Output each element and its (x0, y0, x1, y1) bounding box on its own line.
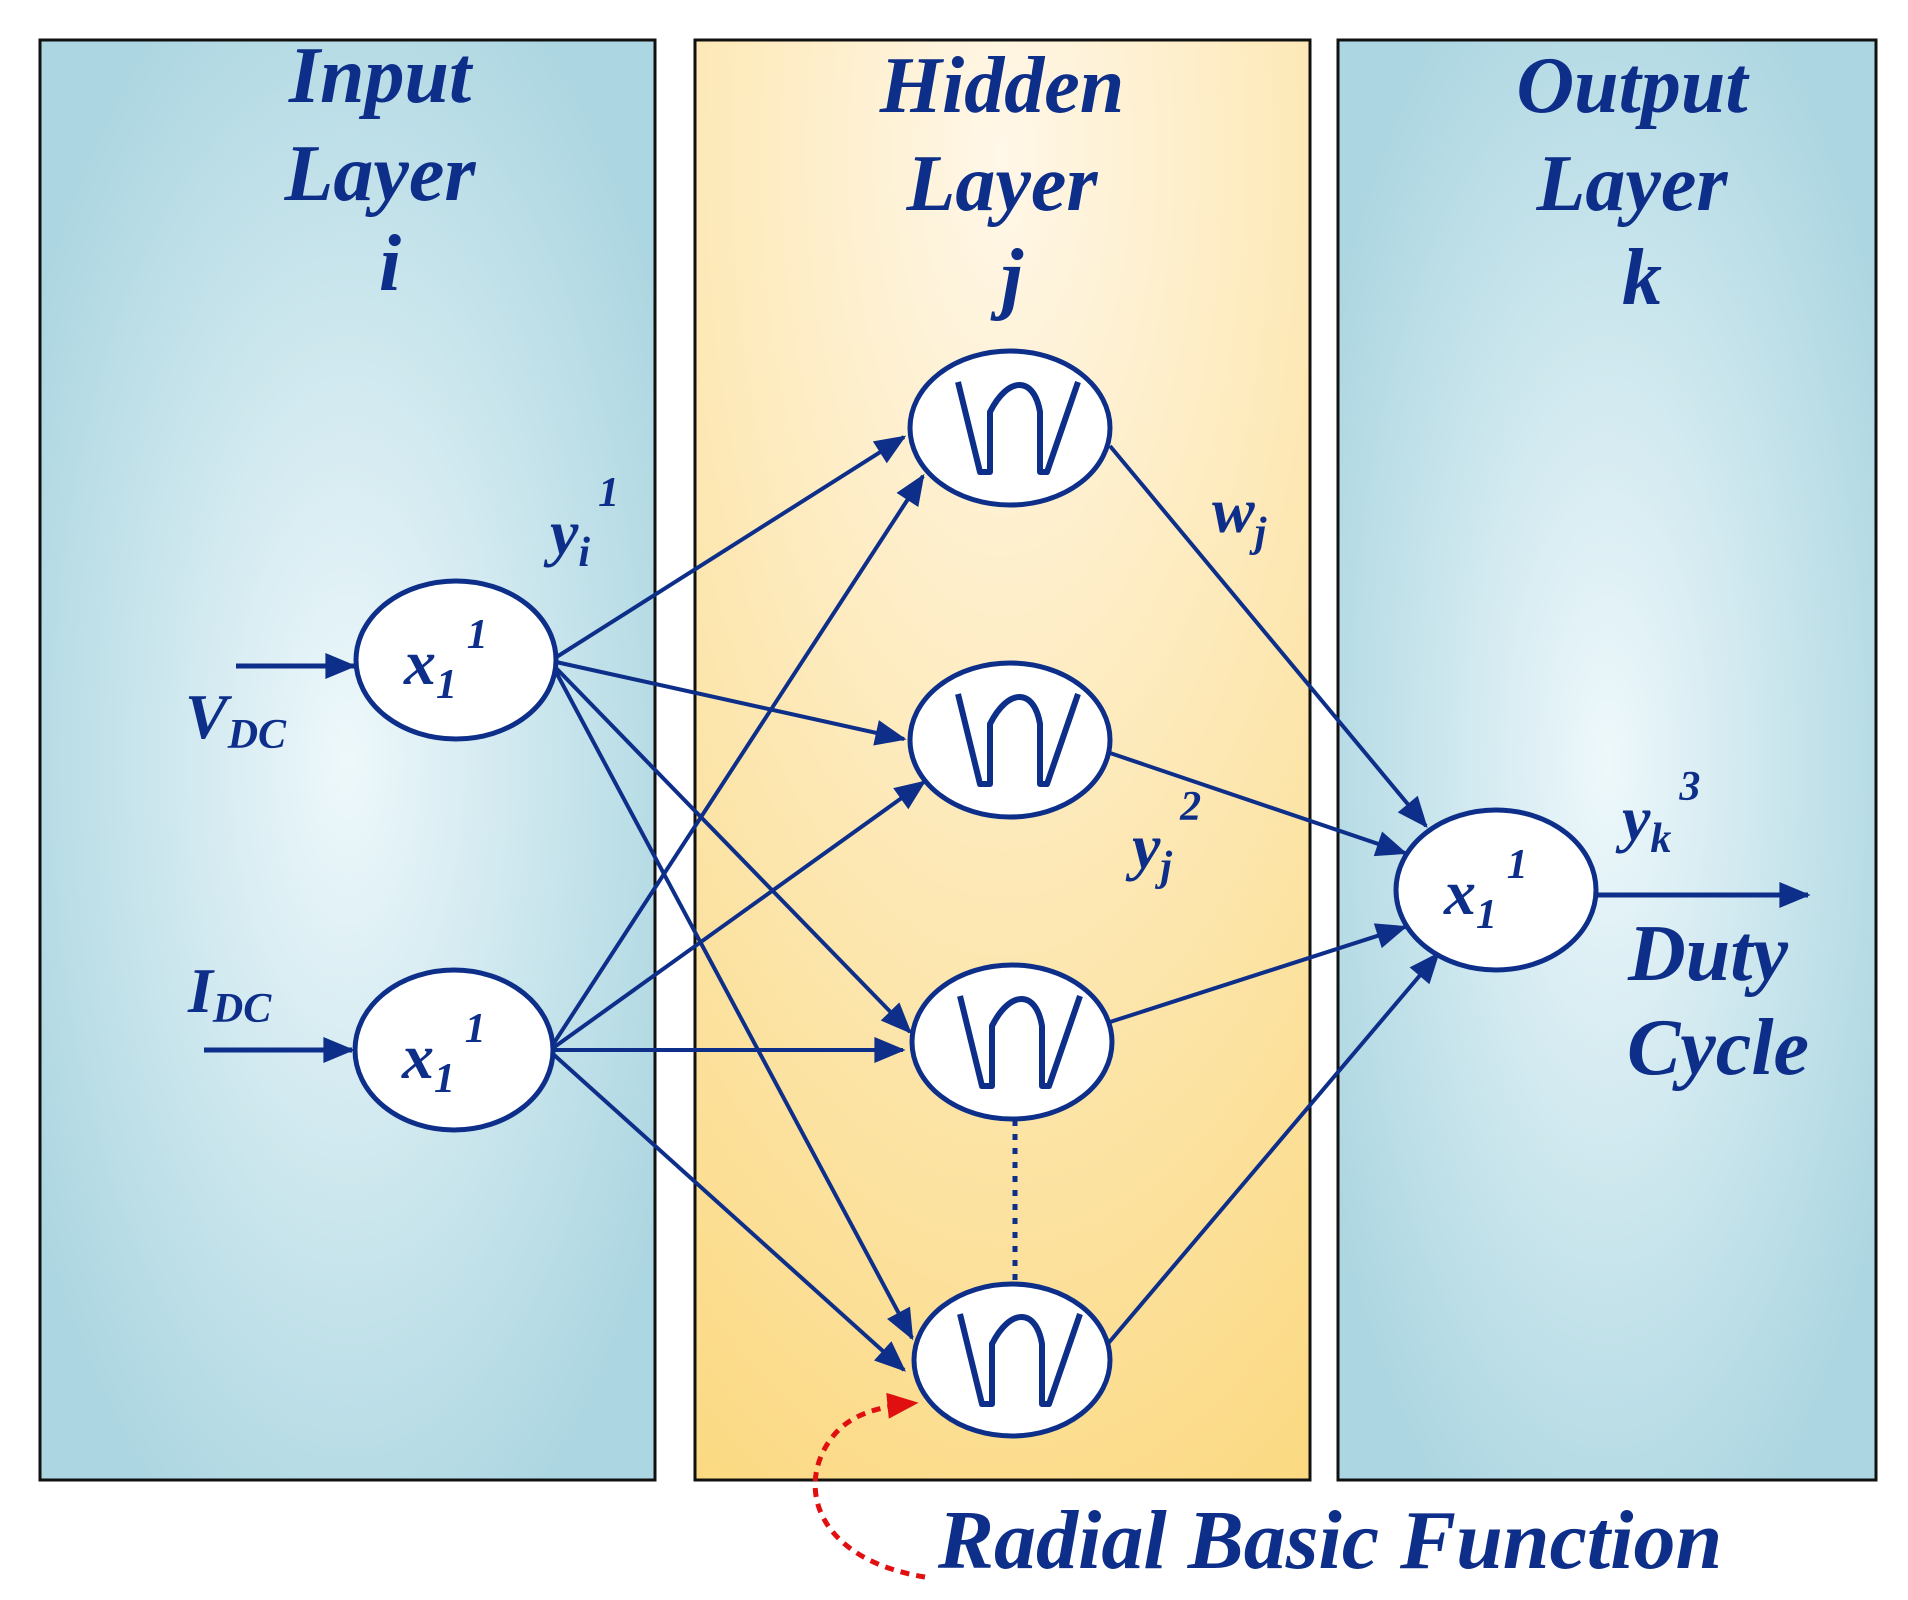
wj-label: wj (1212, 475, 1267, 556)
idc-label: IDC (187, 955, 272, 1032)
hidden-node-3 (909, 962, 1115, 1122)
duty-cycle-caption: Duty Cycle (1627, 910, 1809, 1092)
edge-h4-out (1104, 952, 1440, 1348)
edge-h2-out (1109, 751, 1408, 857)
edge-i1-h2 (555, 660, 907, 746)
edge-i2-h4 (551, 1052, 906, 1372)
gaussian-rbf-icon (955, 381, 1081, 475)
edge-h1-out (1108, 444, 1428, 828)
input-layer-panel (38, 38, 657, 1482)
output-layer-title: Output Layer k (1516, 42, 1767, 322)
input-layer-title: Input Layer i (283, 32, 495, 308)
edge-i2-h1 (550, 473, 925, 1048)
hidden-layer-title: Hidden Layer j (879, 42, 1144, 322)
hidden-node-2 (907, 660, 1113, 820)
hidden-node-1 (907, 348, 1113, 508)
output-node-label: x11 (1443, 842, 1528, 938)
gaussian-rbf-icon (955, 693, 1081, 787)
input-node-idc (352, 967, 556, 1133)
edge-h3-out (1109, 923, 1408, 1024)
vdc-label: VDC (185, 681, 287, 758)
output-layer-panel (1336, 38, 1878, 1482)
edge-i1-h4 (554, 671, 914, 1341)
edge-i2-h2 (551, 780, 927, 1050)
input-node-idc-label: x11 (401, 1006, 486, 1102)
edge-i1-h3 (554, 666, 912, 1034)
rbf-caption: Radial Basic Function (937, 1494, 1722, 1587)
hidden-node-4 (911, 1281, 1113, 1439)
edge-i1-h1 (553, 435, 907, 660)
output-node (1393, 807, 1599, 973)
input-node-vdc (353, 578, 559, 742)
gaussian-rbf-icon (957, 1313, 1083, 1407)
rbf-pointer-arrow (812, 1392, 926, 1580)
gaussian-rbf-icon (957, 995, 1083, 1089)
input-node-vdc-label: x11 (403, 612, 488, 708)
